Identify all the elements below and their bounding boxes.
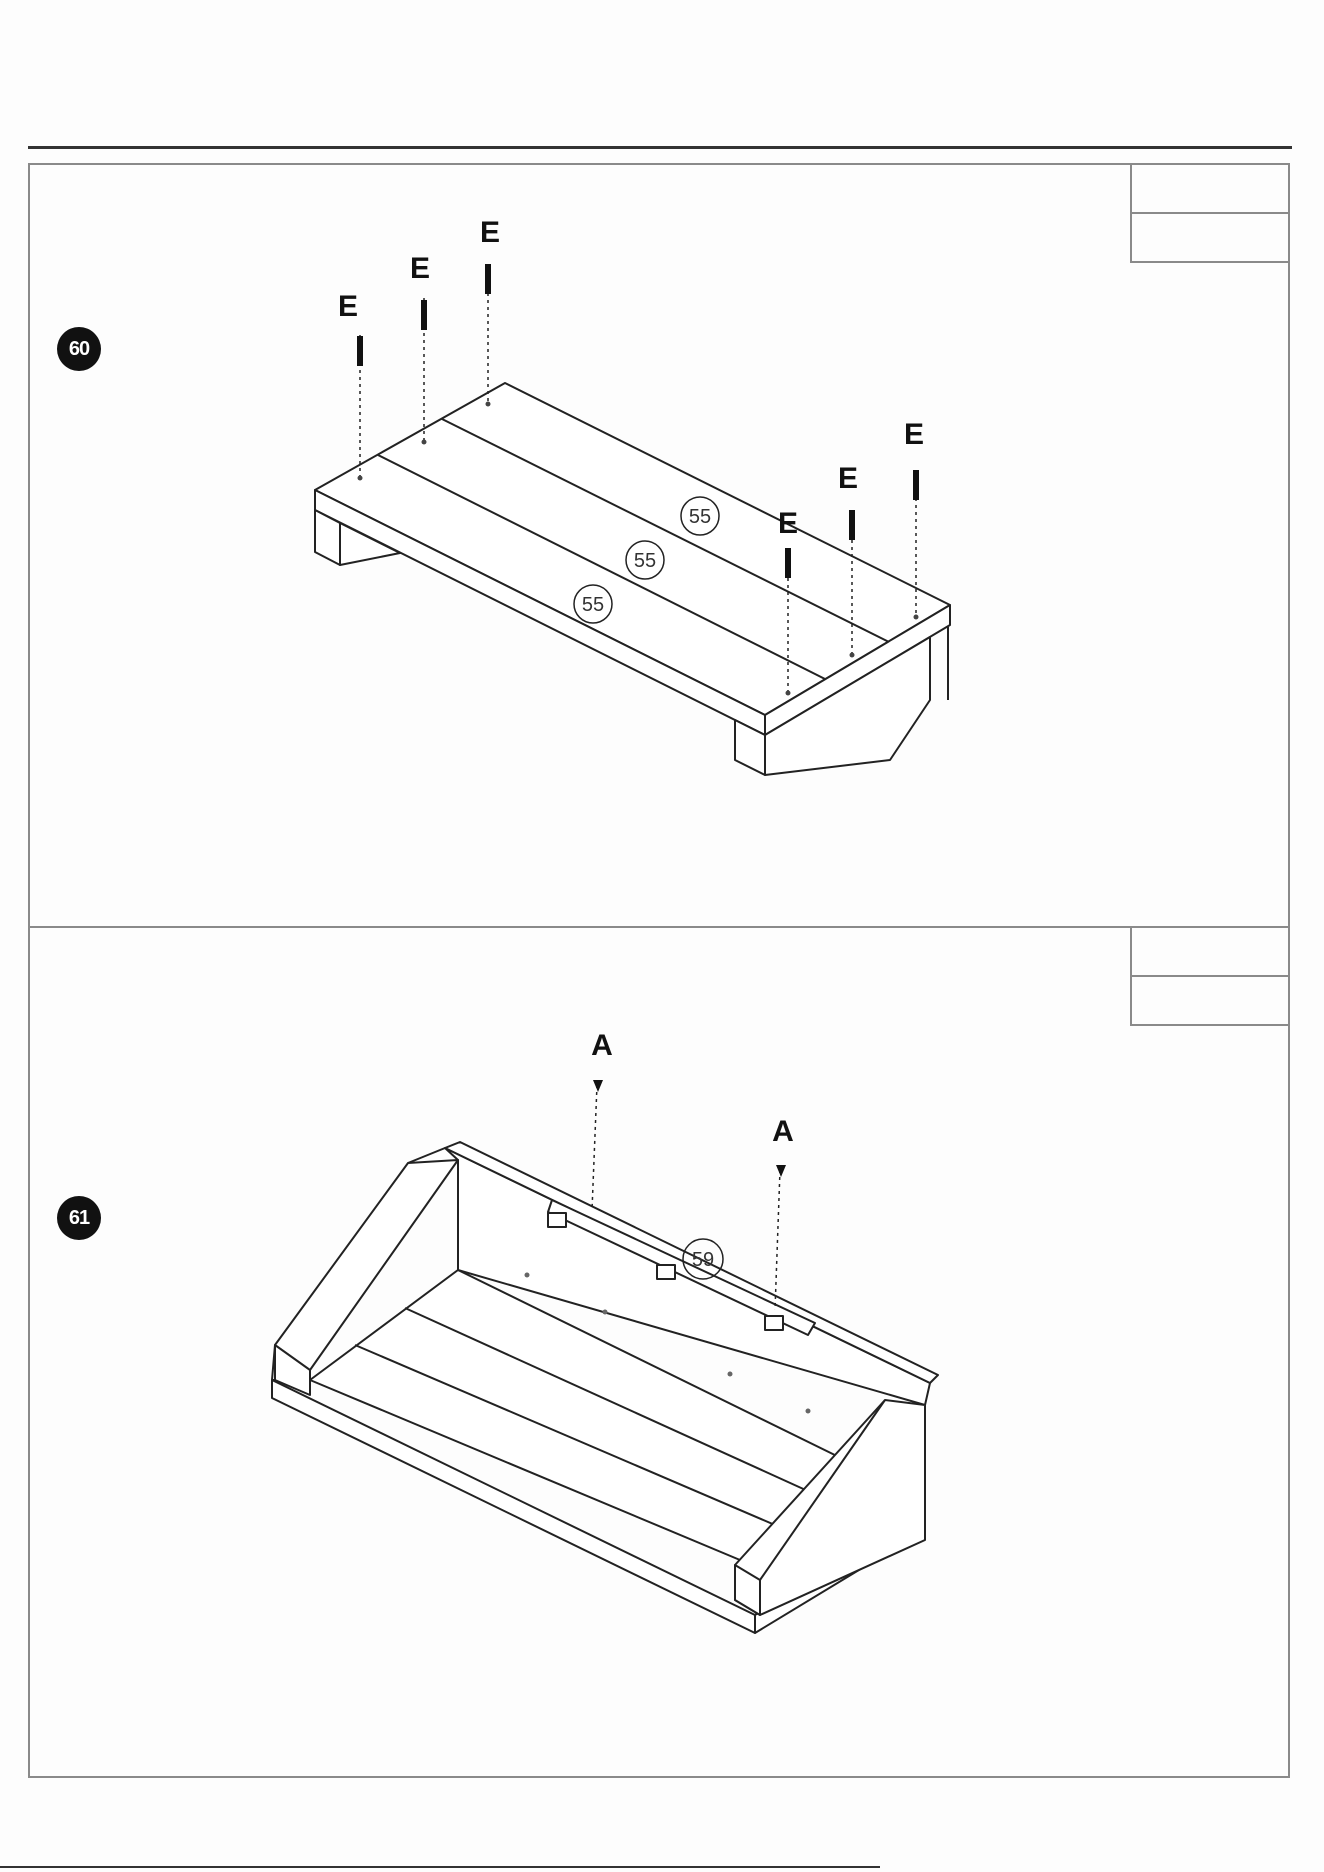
bracket-icon [765, 1316, 783, 1330]
bottom-rule [0, 1866, 880, 1868]
screw-label: E [838, 462, 858, 495]
bracket-icon [548, 1213, 566, 1227]
screw-hole [728, 1372, 733, 1377]
screw-label: E [410, 252, 430, 285]
part-number: 55 [582, 594, 604, 616]
screw-hole [786, 691, 791, 696]
screw-guide-line [775, 1170, 780, 1310]
screw-icon [849, 510, 855, 540]
screw-label: E [904, 418, 924, 451]
screw-icon [485, 264, 491, 294]
step-61-drawing [272, 1080, 938, 1633]
screw-icon [913, 470, 919, 500]
screw-hole [603, 1310, 608, 1315]
bracket-icon [657, 1265, 675, 1279]
screw-hole [525, 1273, 530, 1278]
screw-label: E [338, 290, 358, 323]
screw-label: A [772, 1115, 794, 1148]
screw-hole [850, 653, 855, 658]
screw-hole [914, 615, 919, 620]
screw-label: E [480, 216, 500, 249]
step-60-drawing [315, 264, 950, 775]
screw-hole [486, 402, 491, 407]
screw-icon [593, 1080, 603, 1092]
screw-hole [358, 476, 363, 481]
screw-hole [806, 1409, 811, 1414]
screw-guide-line [592, 1085, 597, 1210]
screw-icon [421, 300, 427, 330]
part-number: 59 [692, 1249, 714, 1271]
screw-icon [776, 1165, 786, 1177]
part-number: 55 [689, 506, 711, 528]
screw-label: E [778, 507, 798, 540]
screw-label: A [591, 1029, 613, 1062]
screw-icon [785, 548, 791, 578]
part-number: 55 [634, 550, 656, 572]
screw-hole [422, 440, 427, 445]
screw-icon [357, 336, 363, 366]
